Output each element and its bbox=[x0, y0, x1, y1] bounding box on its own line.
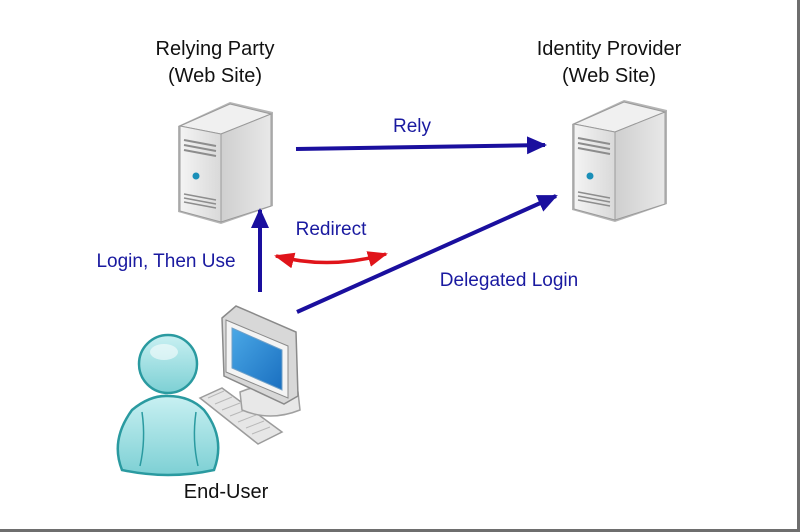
person-icon bbox=[116, 333, 220, 477]
rely-arrow bbox=[295, 136, 547, 155]
relying-party-title: Relying Party bbox=[156, 38, 275, 60]
server-icon bbox=[572, 100, 667, 222]
monitor-icon bbox=[221, 305, 299, 405]
relying-party-subtitle: (Web Site) bbox=[168, 65, 262, 87]
identity-provider-title: Identity Provider bbox=[537, 38, 682, 60]
redirect-label: Redirect bbox=[296, 219, 367, 240]
login-then-use-label: Login, Then Use bbox=[96, 251, 235, 272]
rely-label: Rely bbox=[393, 116, 432, 137]
user-computer-icon bbox=[116, 305, 301, 477]
redirect-arrow bbox=[274, 251, 388, 269]
identity-provider-subtitle: (Web Site) bbox=[562, 65, 656, 87]
keyboard-icon bbox=[198, 387, 284, 445]
end-user-label: End-User bbox=[184, 481, 269, 503]
server-icon bbox=[178, 102, 273, 224]
delegated-login-label: Delegated Login bbox=[440, 270, 578, 291]
delegated-login-arrow bbox=[296, 194, 558, 314]
